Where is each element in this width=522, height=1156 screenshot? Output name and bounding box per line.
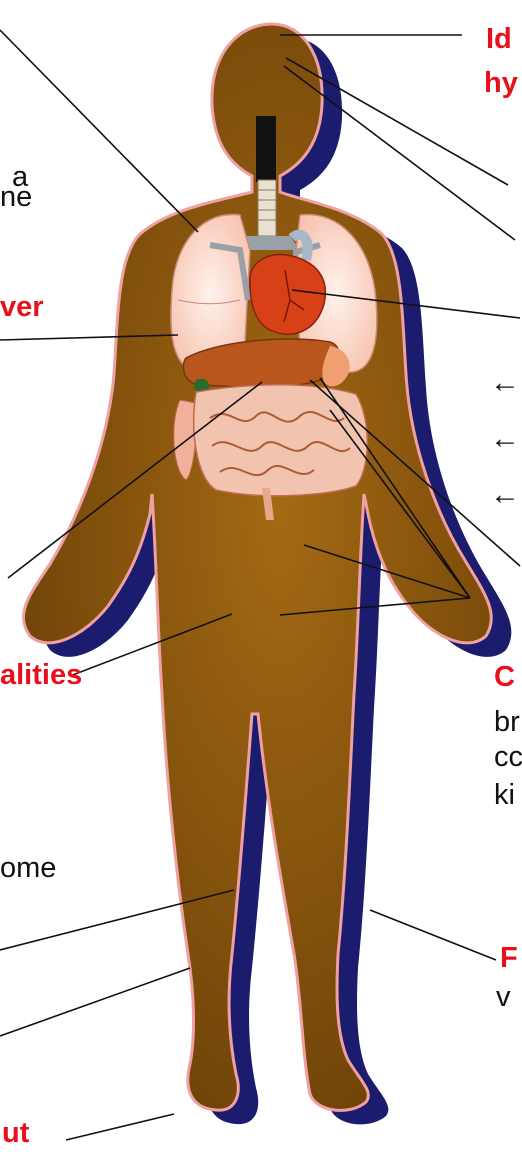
label-top-right-2: hy (484, 66, 518, 100)
arrow-3: ← (490, 480, 520, 510)
label-right-line-1: br (494, 705, 520, 739)
arrow-2: ← (490, 424, 520, 454)
body-silhouette (23, 24, 491, 1110)
label-top-right-1: Id (486, 22, 512, 56)
label-right-f: F (500, 941, 518, 975)
label-right-line-3: ki (494, 778, 515, 812)
label-left-lower: ome (0, 851, 56, 885)
arrow-1: ← (490, 368, 520, 398)
label-liver: ver (0, 290, 44, 324)
label-right-line-2: cc (494, 740, 522, 774)
label-bottom-left: ut (2, 1116, 29, 1150)
label-right-c: C (494, 660, 515, 694)
label-right-v: v (496, 980, 511, 1014)
label-left-mid-2: ne (0, 180, 32, 214)
label-abnormalities: alities (0, 658, 82, 692)
